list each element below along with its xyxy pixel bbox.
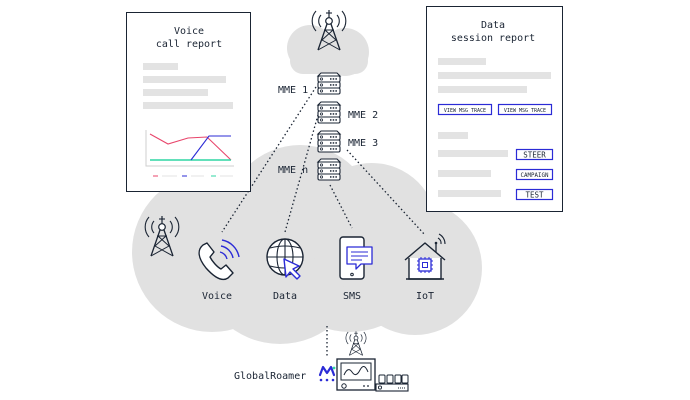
dotted-links bbox=[221, 86, 426, 357]
mme3-server-icon bbox=[318, 131, 340, 152]
svg-text:CAMPAIGN: CAMPAIGN bbox=[521, 173, 549, 179]
test-button[interactable]: TEST bbox=[515, 188, 554, 201]
data-report-title-2: session report bbox=[451, 33, 535, 44]
mme1-server-icon bbox=[318, 73, 340, 94]
mme2-server-icon bbox=[318, 102, 340, 123]
data-session-report[interactable]: Data session report VIEW MSG TRACE VIEW … bbox=[426, 6, 563, 212]
svg-text:STEER: STEER bbox=[523, 151, 546, 160]
mobile-sms-icon bbox=[339, 236, 373, 280]
iot-label: IoT bbox=[416, 291, 434, 302]
steer-button[interactable]: STEER bbox=[515, 148, 554, 161]
globalroamer-logo-icon bbox=[318, 365, 336, 382]
top-cloud bbox=[287, 25, 369, 76]
globalroamer-label: GlobalRoamer bbox=[234, 371, 306, 382]
mme3-label: MME 3 bbox=[348, 138, 378, 149]
campaign-button[interactable]: CAMPAIGN bbox=[515, 168, 554, 181]
voice-call-report[interactable]: Voice call report bbox=[126, 12, 251, 192]
view-msg-trace-button-1[interactable]: VIEW MSG TRACE bbox=[437, 103, 493, 116]
mme1-label: MME 1 bbox=[278, 85, 308, 96]
smart-home-icon bbox=[404, 233, 446, 280]
voice-report-title-2: call report bbox=[156, 39, 222, 50]
view-msg-trace-button-2[interactable]: VIEW MSG TRACE bbox=[497, 103, 553, 116]
phone-icon bbox=[198, 239, 240, 281]
voice-label: Voice bbox=[202, 291, 232, 302]
svg-text:TEST: TEST bbox=[525, 191, 544, 200]
svg-text:VIEW MSG TRACE: VIEW MSG TRACE bbox=[444, 108, 486, 114]
svg-text:VIEW MSG TRACE: VIEW MSG TRACE bbox=[504, 108, 546, 114]
mme2-label: MME 2 bbox=[348, 110, 378, 121]
globe-cursor-icon bbox=[266, 238, 304, 280]
mmen-server-icon bbox=[318, 159, 340, 180]
mmen-label: MME n bbox=[278, 165, 308, 176]
data-report-placeholder-lines bbox=[438, 58, 551, 197]
voice-report-placeholder-lines bbox=[143, 63, 233, 109]
data-label: Data bbox=[273, 291, 297, 302]
voice-report-title-1: Voice bbox=[174, 26, 204, 37]
sms-label: SMS bbox=[343, 291, 361, 302]
voice-report-mini-chart bbox=[145, 130, 234, 177]
data-report-title-1: Data bbox=[481, 20, 505, 31]
probe-device-icon bbox=[336, 331, 409, 392]
